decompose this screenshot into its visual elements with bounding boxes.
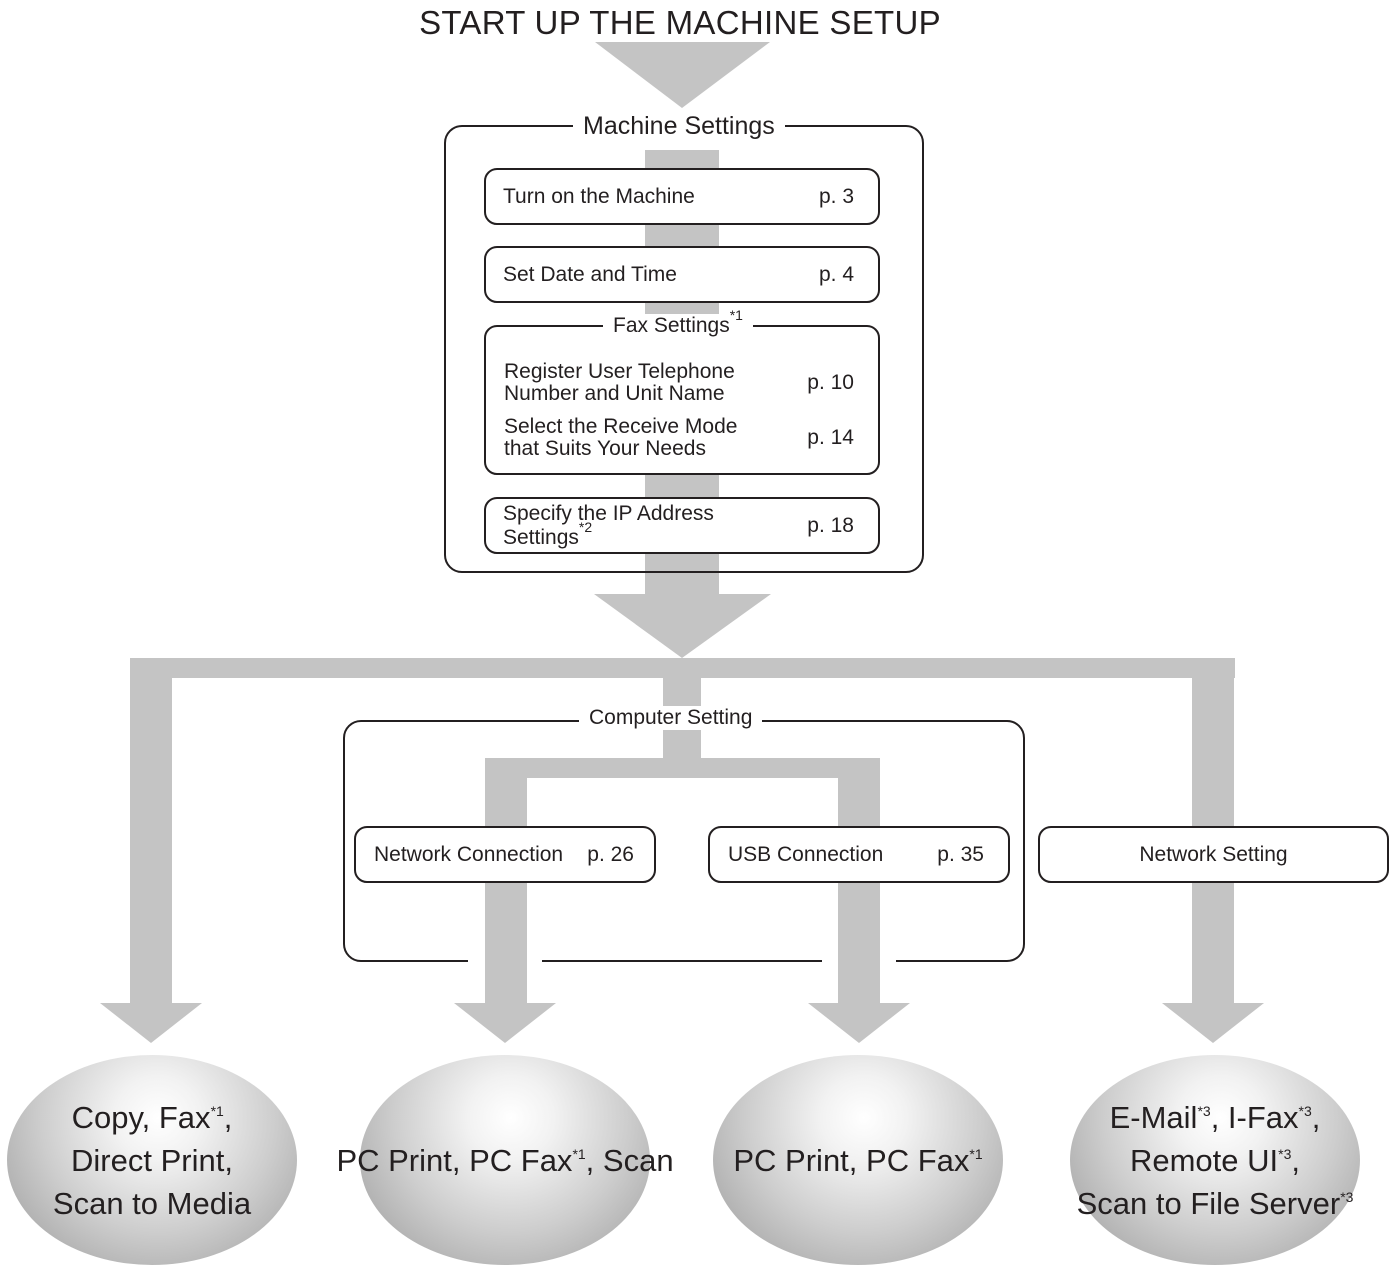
step-set-date-time: Set Date and Time p. 4 (484, 246, 880, 303)
page-reference: p. 3 (818, 184, 854, 208)
distribution-bar (130, 658, 1235, 678)
step-label: Specify the IP Address Settings*2 (503, 501, 714, 549)
page-reference: p. 10 (807, 371, 854, 394)
group-border-gap-fill (880, 956, 896, 966)
page-title: START UP THE MACHINE SETUP (419, 4, 941, 41)
top-arrow (595, 42, 770, 108)
computer-setting-label: Computer Setting (579, 706, 763, 730)
usb-connection-box: USB Connection p. 35 (708, 826, 1010, 883)
page-reference: p. 26 (587, 842, 634, 866)
fax-item-line: Select the Receive Mode (504, 415, 738, 438)
left-branch-arrow (100, 1003, 202, 1043)
machine-output-arrow (594, 594, 771, 658)
outcome-copy-fax: Copy, Fax*1, Direct Print, Scan to Media (7, 1055, 297, 1265)
footnote-marker: *1 (729, 307, 743, 323)
right-branch-arrow (1162, 1003, 1264, 1043)
inner-left-arrow (454, 1003, 556, 1043)
group-border-gap-fill (822, 956, 838, 966)
footnote-marker: *3 (1278, 1145, 1292, 1162)
footnote-marker: *1 (572, 1145, 586, 1162)
machine-settings-label: Machine Settings (573, 112, 785, 141)
fax-item-line: that Suits Your Needs (504, 437, 706, 460)
group-border-gap-fill (527, 956, 542, 966)
outcome-pc-print-fax: PC Print, PC Fax*1 (713, 1055, 1003, 1265)
fax-item-register-telephone: Register User Telephone Number and Unit … (504, 361, 854, 405)
page-reference: p. 35 (937, 842, 984, 866)
footnote-marker: *3 (1340, 1188, 1354, 1205)
group-border-gap (468, 956, 542, 966)
footnote-marker: *3 (1298, 1102, 1312, 1119)
step-label: Turn on the Machine (503, 184, 695, 208)
footnote-marker: *1 (210, 1102, 224, 1119)
inner-right-arrow (808, 1003, 910, 1043)
fax-item-line: Number and Unit Name (504, 382, 725, 405)
fax-settings-group: Register User Telephone Number and Unit … (484, 325, 880, 475)
inner-right-branch (838, 758, 880, 1010)
group-border-gap-fill (468, 956, 485, 966)
inner-left-branch (485, 758, 527, 1010)
step-label: Network Connection (374, 842, 564, 866)
network-setting-box: Network Setting (1038, 826, 1389, 883)
outcome-pc-print-fax-scan: PC Print, PC Fax*1, Scan (336, 1055, 674, 1265)
group-border-gap (822, 956, 896, 966)
network-connection-box: Network Connection p. 26 (354, 826, 656, 883)
footnote-marker: *2 (578, 518, 593, 535)
outcome-email-ifax: E-Mail*3, I-Fax*3, Remote UI*3, Scan to … (1070, 1055, 1360, 1265)
fax-item-line: Register User Telephone (504, 360, 735, 383)
inner-bar (485, 758, 880, 778)
step-label: USB Connection (728, 842, 884, 866)
step-label: Set Date and Time (503, 262, 677, 286)
step-label: Network Setting (1139, 842, 1288, 866)
step-turn-on-machine: Turn on the Machine p. 3 (484, 168, 880, 225)
step-ip-address: Specify the IP Address Settings*2 p. 18 (484, 497, 880, 554)
footnote-marker: *1 (969, 1145, 983, 1162)
page-reference: p. 4 (818, 262, 854, 286)
page-reference: p. 14 (807, 426, 854, 449)
fax-settings-label: Fax Settings*1 (603, 308, 753, 338)
footnote-marker: *3 (1197, 1102, 1211, 1119)
left-branch (130, 658, 172, 1010)
fax-item-receive-mode: Select the Receive Mode that Suits Your … (504, 416, 854, 460)
page-reference: p. 18 (807, 513, 854, 537)
